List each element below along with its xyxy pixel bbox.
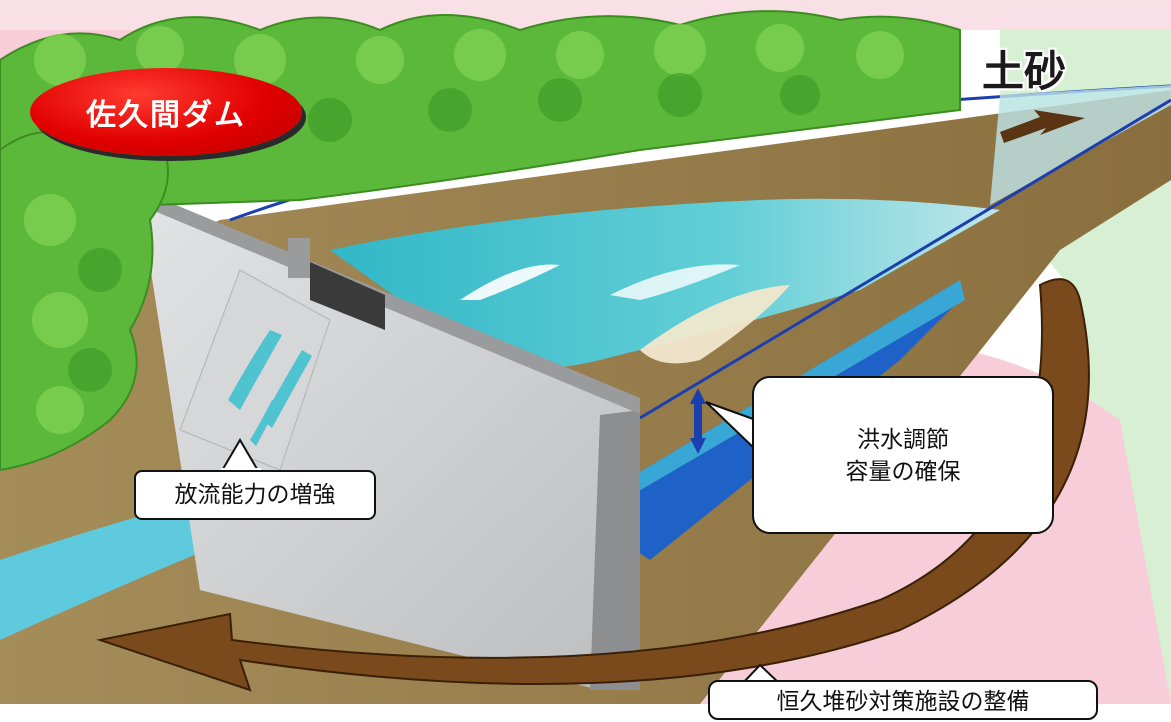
dam-scene-illustration [0,0,1171,704]
dam-side [590,410,640,690]
flood-callout-line1: 洪水調節 [857,427,949,453]
flood-control-callout: 洪水調節 容量の確保 [752,376,1054,534]
sediment-label: 土砂 [982,47,1067,96]
sediment-bypass-arrow-icon [96,278,1090,692]
dam-name-title: 佐久間ダム [86,98,246,133]
title-badge: 佐久間ダム [30,68,302,156]
flood-callout-line2: 容量の確保 [845,459,961,485]
downstream-river [0,500,230,640]
flood-capacity-arrow-icon [690,388,706,454]
sediment-measures-callout: 恒久堆砂対策施設の整備 [708,680,1098,720]
discharge-capacity-callout: 放流能力の増強 [134,470,376,520]
sediment-inflow-arrow-icon [1000,110,1085,143]
